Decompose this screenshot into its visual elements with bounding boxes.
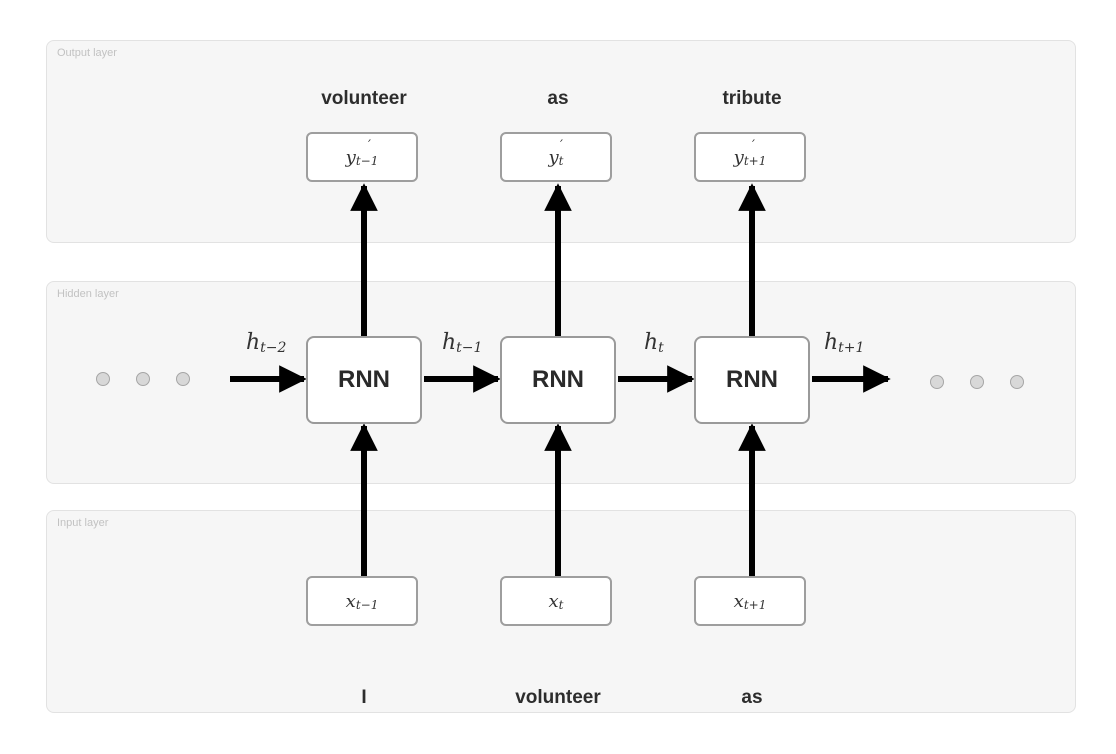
ellipsis-dot-left-2	[136, 372, 150, 386]
output-word-1: volunteer	[321, 88, 407, 109]
input-node-2-base: x	[548, 591, 559, 612]
output-node-2: ′ yt	[500, 132, 612, 182]
hidden-state-label-0: ht−2	[246, 330, 287, 356]
output-node-1-prime: ′	[368, 138, 371, 153]
hidden-state-label-3: ht+1	[824, 330, 865, 356]
hidden-state-0-sub: t−2	[260, 340, 287, 356]
rnn-cell-1-label: RNN	[338, 366, 390, 393]
output-node-1-base: y	[345, 147, 356, 168]
hidden-state-1-base: h	[442, 330, 457, 355]
input-node-1: xt−1	[306, 576, 418, 626]
input-node-2-sub: t	[558, 598, 564, 612]
hidden-state-2-sub: t	[658, 340, 664, 356]
rnn-cell-3: RNN	[694, 336, 810, 424]
ellipsis-dot-left-1	[96, 372, 110, 386]
output-node-3-prime: ′	[752, 138, 755, 153]
output-node-2-prime: ′	[560, 138, 563, 153]
output-node-3-base: y	[733, 147, 744, 168]
hidden-state-2-base: h	[644, 330, 659, 355]
input-node-1-sub: t−1	[355, 598, 379, 612]
output-node-3: ′ yt+1	[694, 132, 806, 182]
hidden-state-3-base: h	[824, 330, 839, 355]
hidden-state-1-sub: t−1	[456, 340, 483, 356]
ellipsis-dot-right-1	[930, 375, 944, 389]
input-layer-label: Input layer	[57, 517, 109, 529]
rnn-cell-2: RNN	[500, 336, 616, 424]
hidden-state-label-1: ht−1	[442, 330, 483, 356]
output-word-2: as	[547, 88, 569, 109]
ellipsis-dot-left-3	[176, 372, 190, 386]
output-node-1-sub: t−1	[355, 154, 379, 168]
input-node-3: xt+1	[694, 576, 806, 626]
rnn-cell-3-label: RNN	[726, 366, 778, 393]
input-node-3-sub: t+1	[743, 598, 767, 612]
output-layer-label: Output layer	[57, 47, 117, 59]
output-node-1: ′ yt−1	[306, 132, 418, 182]
input-node-2: xt	[500, 576, 612, 626]
input-word-2: volunteer	[515, 687, 601, 708]
rnn-cell-2-label: RNN	[532, 366, 584, 393]
rnn-cell-1: RNN	[306, 336, 422, 424]
ellipsis-dot-right-2	[970, 375, 984, 389]
hidden-state-label-2: ht	[644, 330, 664, 356]
input-node-3-base: x	[733, 591, 744, 612]
output-word-3: tribute	[722, 88, 782, 109]
hidden-state-0-base: h	[246, 330, 261, 355]
output-node-2-base: y	[548, 147, 559, 168]
hidden-state-3-sub: t+1	[838, 340, 865, 356]
input-node-1-base: x	[345, 591, 356, 612]
ellipsis-dot-right-3	[1010, 375, 1024, 389]
hidden-layer-label: Hidden layer	[57, 288, 119, 300]
input-word-1: I	[361, 687, 367, 708]
output-node-3-sub: t+1	[743, 154, 767, 168]
output-node-2-sub: t	[558, 154, 564, 168]
input-word-3: as	[741, 687, 763, 708]
